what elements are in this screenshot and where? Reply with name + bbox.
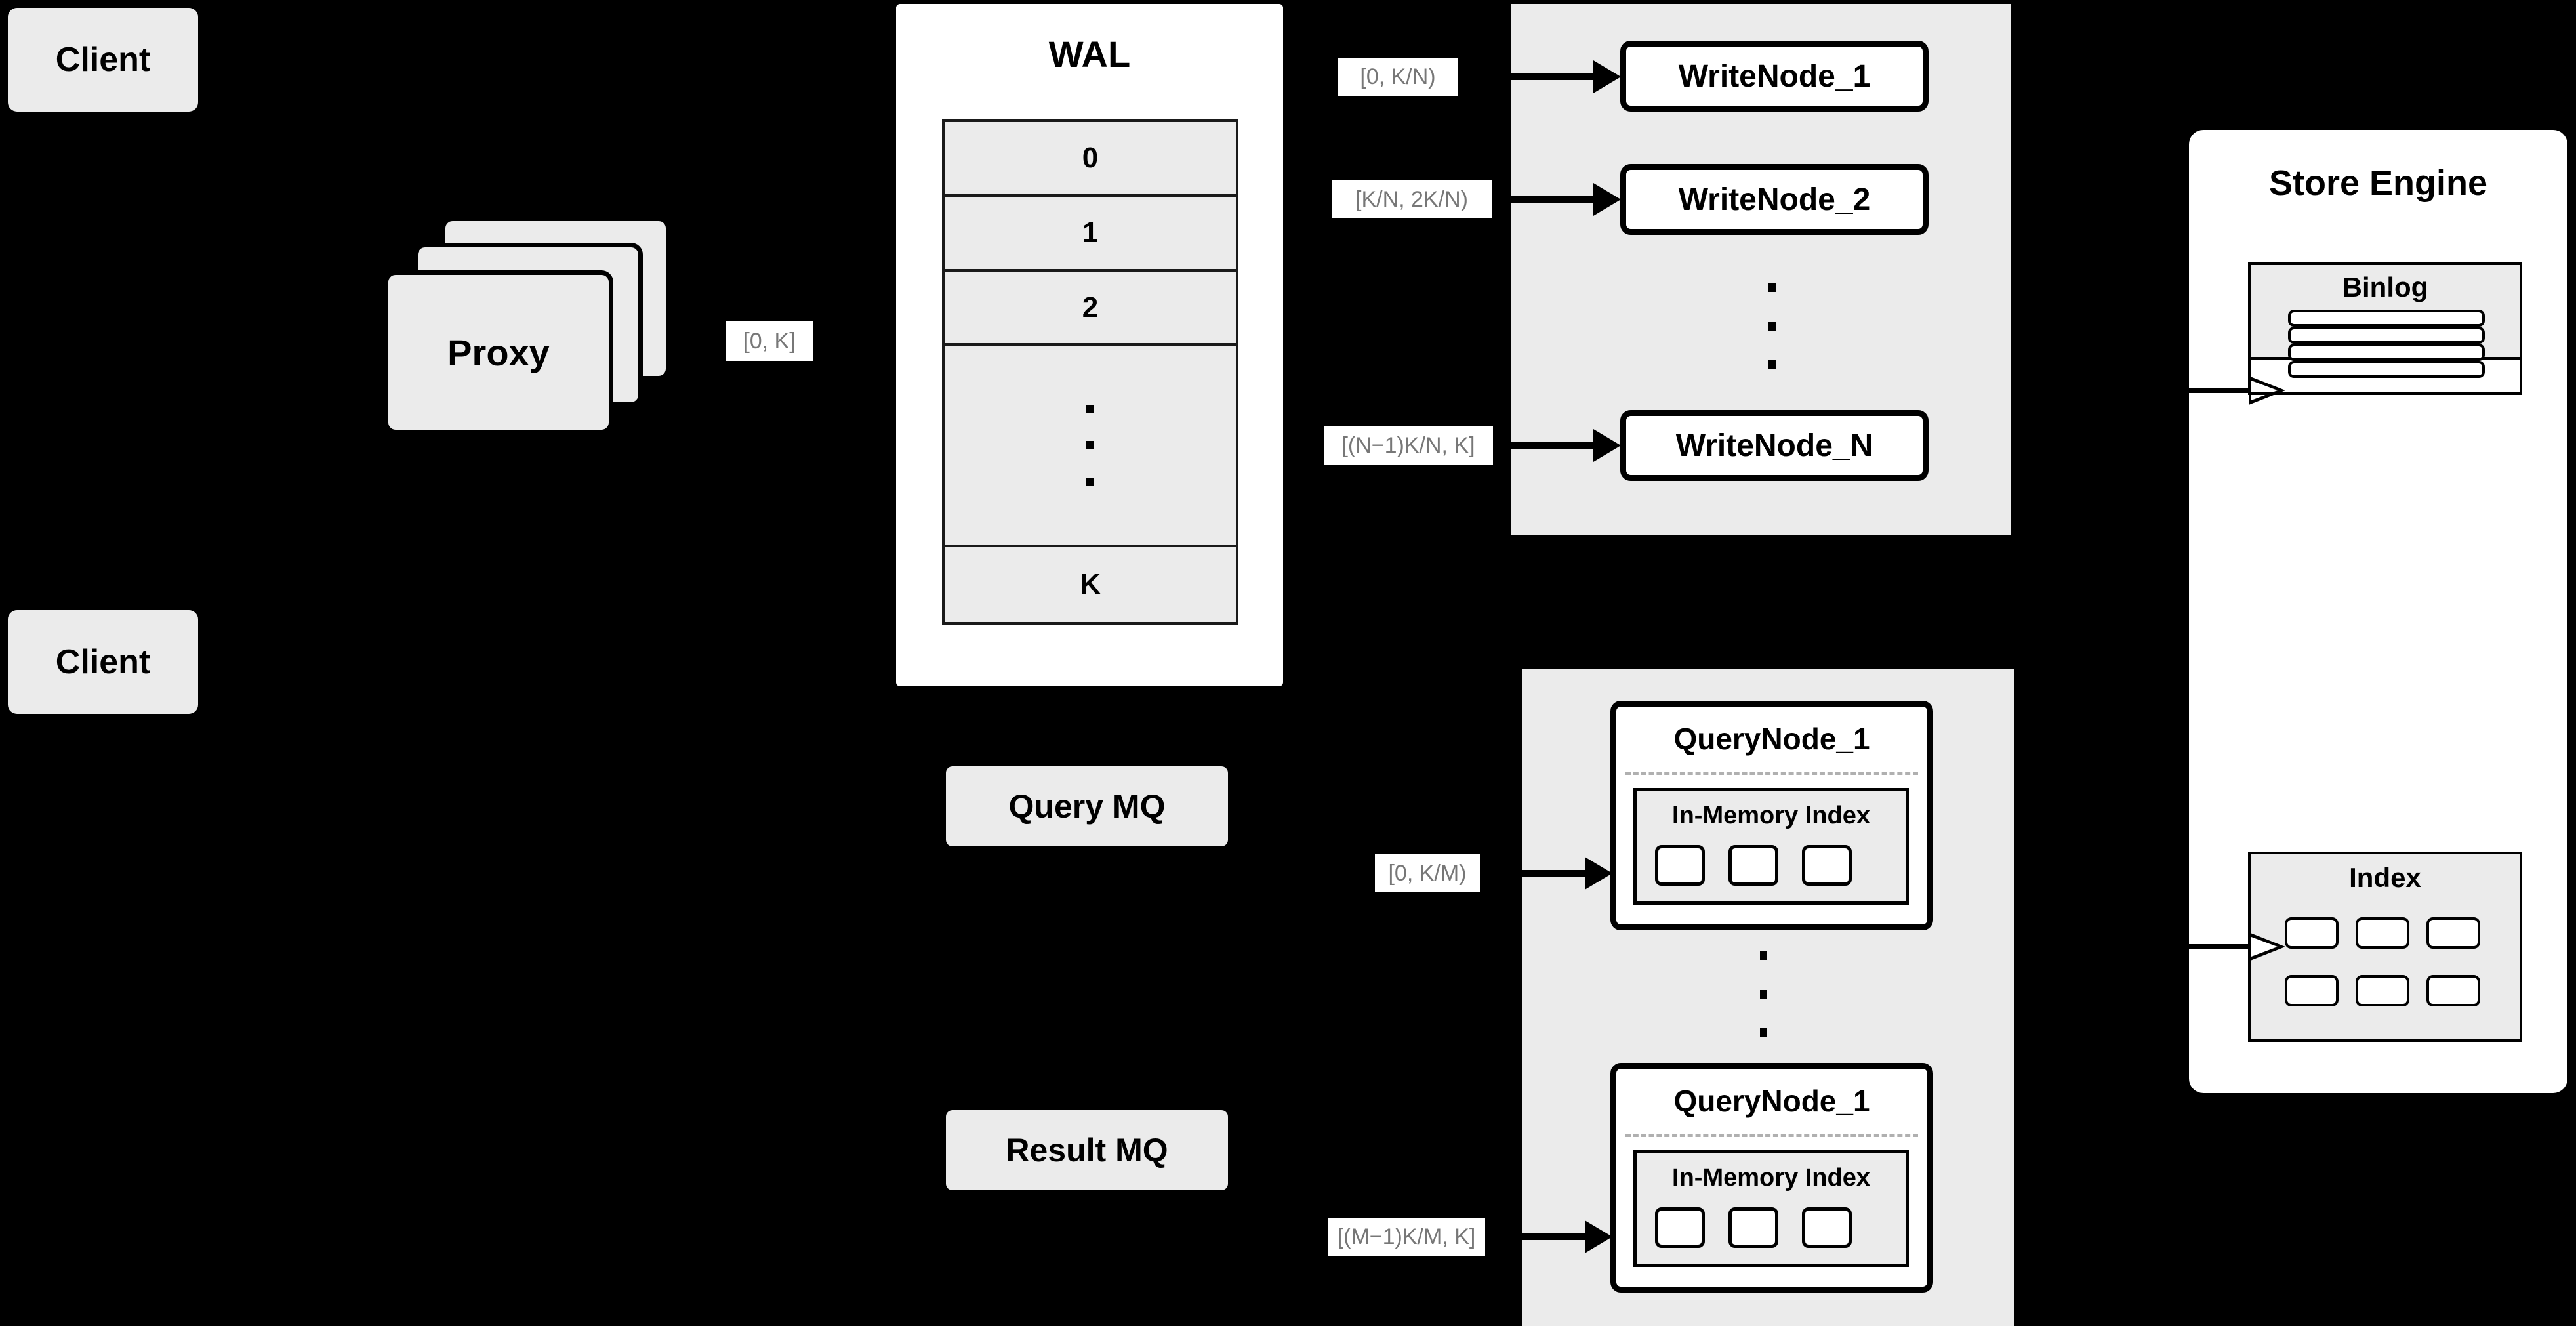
- index-cell[interactable]: [1655, 1207, 1705, 1248]
- index-cell[interactable]: [1728, 845, 1778, 886]
- write-node-n[interactable]: WriteNode_N: [1620, 410, 1929, 481]
- store-engine-title: Store Engine: [2268, 163, 2488, 203]
- proxy-range-label: [0, K]: [726, 321, 813, 361]
- wal-table: 0 1 2 K: [942, 119, 1238, 625]
- write-node-2[interactable]: WriteNode_2: [1620, 164, 1929, 235]
- query-node-ellipsis-dots: [1760, 951, 1767, 1037]
- client-label: Client: [55, 41, 151, 79]
- index-cell[interactable]: [2426, 917, 2480, 949]
- client-box-2[interactable]: Client: [8, 610, 198, 714]
- wal-row: 1: [945, 197, 1236, 272]
- write-node-label: WriteNode_N: [1675, 428, 1873, 463]
- binlog-box: Binlog: [2248, 262, 2522, 378]
- index-cell[interactable]: [1728, 1207, 1778, 1248]
- binlog-bar[interactable]: [2288, 344, 2485, 361]
- index-cell[interactable]: [1655, 845, 1705, 886]
- store-index-label: Index: [2349, 862, 2421, 893]
- query-mq-box[interactable]: Query MQ: [946, 766, 1228, 846]
- write-node-1-range-label: [0, K/N): [1338, 58, 1458, 96]
- index-cell[interactable]: [2356, 975, 2409, 1006]
- index-cell[interactable]: [2285, 975, 2339, 1006]
- write-node-ellipsis-dots: [1768, 283, 1776, 369]
- write-node-label: WriteNode_1: [1678, 58, 1871, 94]
- wal-ellipsis-dots: [1086, 404, 1094, 486]
- binlog-label: Binlog: [2342, 272, 2428, 302]
- index-cell[interactable]: [2356, 917, 2409, 949]
- in-memory-index-label: In-Memory Index: [1672, 802, 1870, 829]
- wal-title: WAL: [1048, 33, 1131, 75]
- wal-row: 0: [945, 122, 1236, 197]
- wal-row: K: [1080, 568, 1101, 601]
- query-node-2[interactable]: QueryNode_1 In-Memory Index: [1610, 1063, 1933, 1293]
- query-node-1-range-label: [0, K/M): [1375, 854, 1480, 892]
- query-mq-label: Query MQ: [1008, 788, 1166, 825]
- write-node-label: WriteNode_2: [1678, 182, 1871, 217]
- binlog-bar[interactable]: [2288, 361, 2485, 378]
- store-index-box: Index: [2248, 852, 2522, 1042]
- in-memory-index-box: In-Memory Index: [1633, 1150, 1909, 1267]
- index-cell[interactable]: [2426, 975, 2480, 1006]
- binlog-bar[interactable]: [2288, 310, 2485, 327]
- index-cell[interactable]: [1802, 1207, 1852, 1248]
- write-node-2-range-label: [K/N, 2K/N): [1332, 180, 1492, 218]
- query-node-1[interactable]: QueryNode_1 In-Memory Index: [1610, 701, 1933, 930]
- proxy-box[interactable]: Proxy: [384, 270, 613, 434]
- query-node-divider: [1625, 1134, 1918, 1137]
- binlog-bar[interactable]: [2288, 327, 2485, 344]
- write-node-1[interactable]: WriteNode_1: [1620, 41, 1929, 112]
- index-cell[interactable]: [1802, 845, 1852, 886]
- client-box-1[interactable]: Client: [8, 8, 198, 112]
- result-mq-label: Result MQ: [1006, 1132, 1168, 1169]
- query-node-divider: [1625, 772, 1918, 775]
- binlog-box-frame: [2248, 262, 2522, 395]
- client-label: Client: [55, 643, 151, 681]
- query-node-label: QueryNode_1: [1673, 722, 1870, 756]
- index-cell[interactable]: [2285, 917, 2339, 949]
- wal-row-ellipsis: [945, 346, 1236, 548]
- in-memory-index-label: In-Memory Index: [1672, 1164, 1870, 1191]
- wal-row: 2: [945, 272, 1236, 346]
- result-mq-box[interactable]: Result MQ: [946, 1110, 1228, 1190]
- in-memory-index-box: In-Memory Index: [1633, 788, 1909, 905]
- query-node-label: QueryNode_1: [1673, 1084, 1870, 1118]
- write-node-n-range-label: [(N−1)K/N, K]: [1324, 426, 1493, 465]
- query-node-2-range-label: [(M−1)K/M, K]: [1328, 1218, 1485, 1256]
- proxy-label: Proxy: [447, 331, 550, 373]
